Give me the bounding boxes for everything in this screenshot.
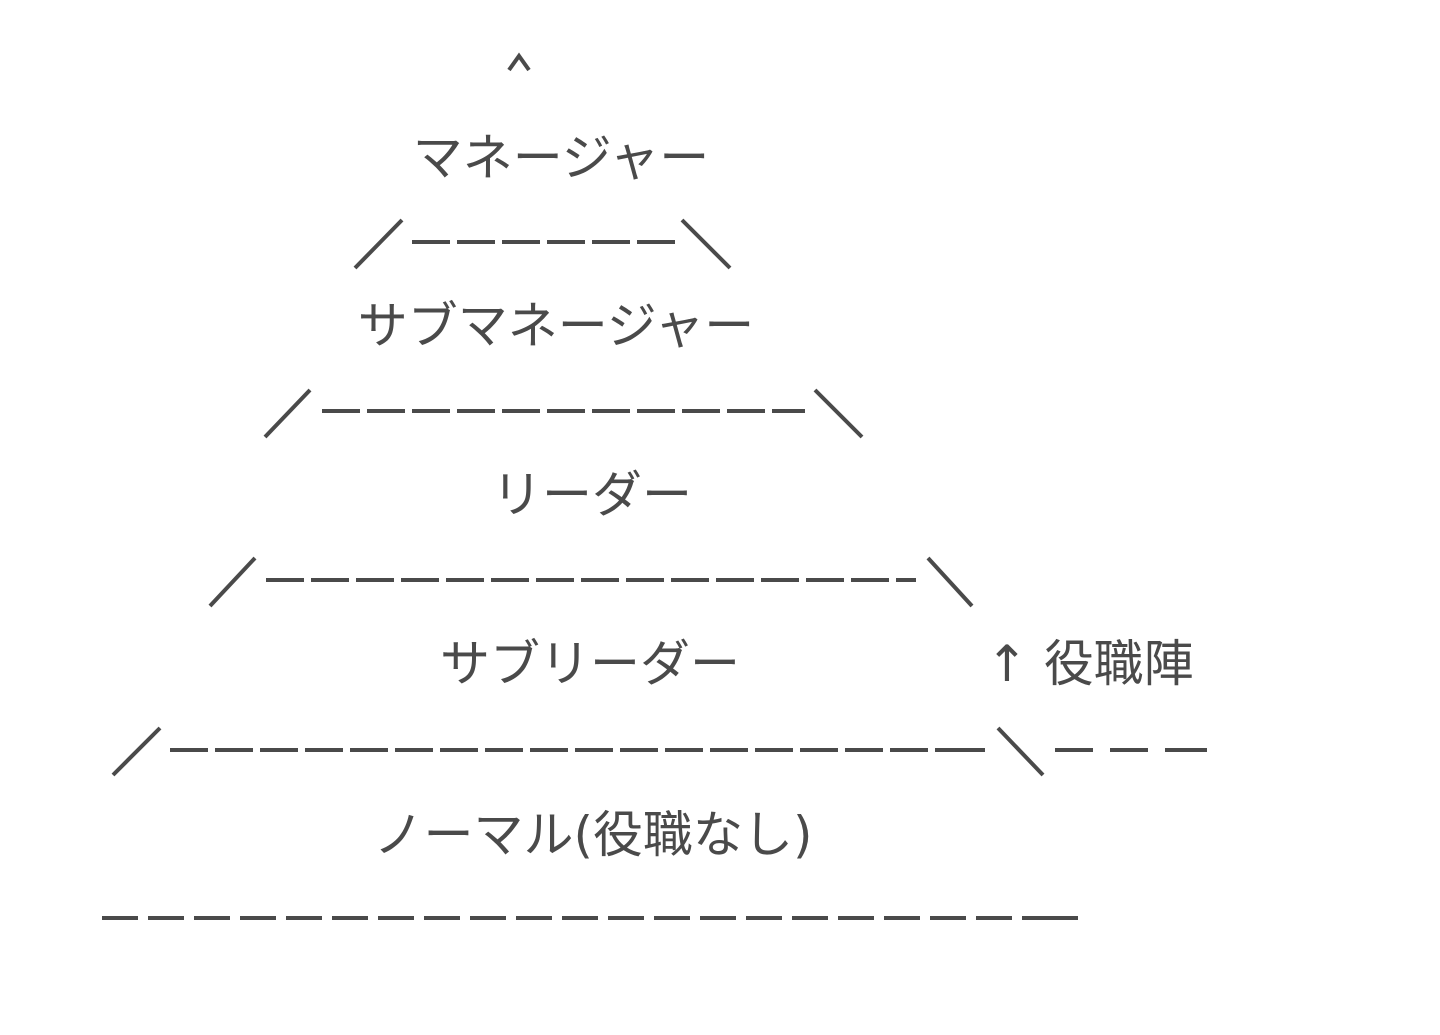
divider-manager: [353, 218, 732, 270]
divider-leader: [208, 556, 974, 608]
level-label-submanager: サブマネージャー: [357, 297, 755, 355]
executive-group-text: 役職陣: [1043, 635, 1194, 693]
level-label-normal: ノーマル(役職なし): [373, 806, 813, 864]
divider-subleader: [111, 726, 1207, 777]
divider-submanager: [263, 388, 864, 439]
level-label-subleader: サブリーダー: [440, 635, 740, 693]
level-label-manager: マネージャー: [412, 129, 710, 187]
executive-group-label: ↑ 役職陣: [986, 634, 1194, 694]
up-arrow-icon: ↑: [986, 635, 1028, 693]
level-label-leader: リーダー: [492, 466, 692, 524]
